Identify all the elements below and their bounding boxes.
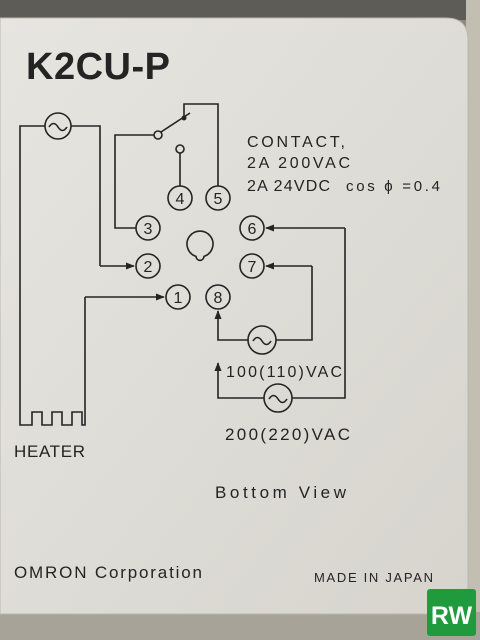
supply-circuit-100v — [214, 262, 313, 355]
pin-ring — [167, 185, 193, 211]
top-frame — [0, 0, 480, 20]
contact-heading: CONTACT, — [247, 134, 345, 151]
pin-ring — [205, 284, 231, 310]
heater-label: HEATER — [14, 442, 85, 461]
heater-circuit — [19, 112, 165, 426]
socket-key-icon — [186, 230, 214, 262]
rw-badge: RW — [427, 589, 476, 636]
wire-200v-left — [214, 362, 264, 399]
supply-circuit-200v — [214, 224, 346, 413]
pin-ring — [135, 215, 161, 241]
pin-6: 6 — [239, 215, 265, 241]
pin-8: 8 — [205, 284, 231, 310]
heater-ac-tilde — [48, 122, 68, 132]
pin-number: 4 — [176, 191, 185, 208]
view-label: Bottom View — [215, 483, 347, 502]
pin-number: 1 — [174, 290, 183, 307]
bottom-frame — [0, 612, 480, 640]
heater-wire-left — [19, 125, 86, 426]
pin-5: 5 — [205, 185, 231, 211]
switch-pivot-icon — [181, 115, 187, 121]
pin-number: 3 — [144, 221, 153, 238]
pin-ring — [135, 253, 161, 279]
relay-contact — [114, 103, 219, 229]
pin-ring — [239, 215, 265, 241]
contact-rating-ac: 2A 200VAC — [247, 155, 350, 172]
wire-100v-right — [276, 266, 313, 341]
maker-name: OMRON Corporation — [14, 563, 202, 582]
contact-wire-pin5 — [183, 103, 219, 186]
label-plate — [0, 17, 469, 615]
contact-rating-dc: 2A 24VDC — [247, 178, 330, 195]
wire-200v-right — [292, 228, 346, 399]
pin-number: 6 — [248, 221, 257, 238]
supply-high-label: 200(220)VAC — [225, 425, 350, 444]
pin-ring — [165, 284, 191, 310]
contact-terminal-icon — [153, 130, 163, 140]
contact-wire-pin3 — [114, 134, 154, 229]
pin-number: 5 — [214, 191, 223, 208]
ac-tilde-100v — [252, 336, 272, 346]
pin-7: 7 — [239, 253, 265, 279]
pin-3: 3 — [135, 215, 161, 241]
pin-1: 1 — [165, 284, 191, 310]
pin-number: 8 — [214, 290, 223, 307]
pin-ring — [205, 185, 231, 211]
origin-label: MADE IN JAPAN — [314, 570, 433, 585]
badge-background — [427, 589, 476, 636]
pin-ring — [239, 253, 265, 279]
heater-wire-right — [71, 125, 101, 266]
pin-2: 2 — [135, 253, 161, 279]
ac-tilde-200v — [268, 394, 288, 404]
pin-number: 2 — [144, 259, 153, 276]
pin-4: 4 — [167, 185, 193, 211]
supply-low-label: 100(110)VAC — [226, 364, 342, 381]
pin-number: 7 — [248, 259, 257, 276]
right-frame — [466, 0, 480, 640]
wire-100v-left — [214, 310, 248, 341]
model-title: K2CU-P — [26, 46, 170, 88]
badge-text: RW — [431, 602, 473, 630]
